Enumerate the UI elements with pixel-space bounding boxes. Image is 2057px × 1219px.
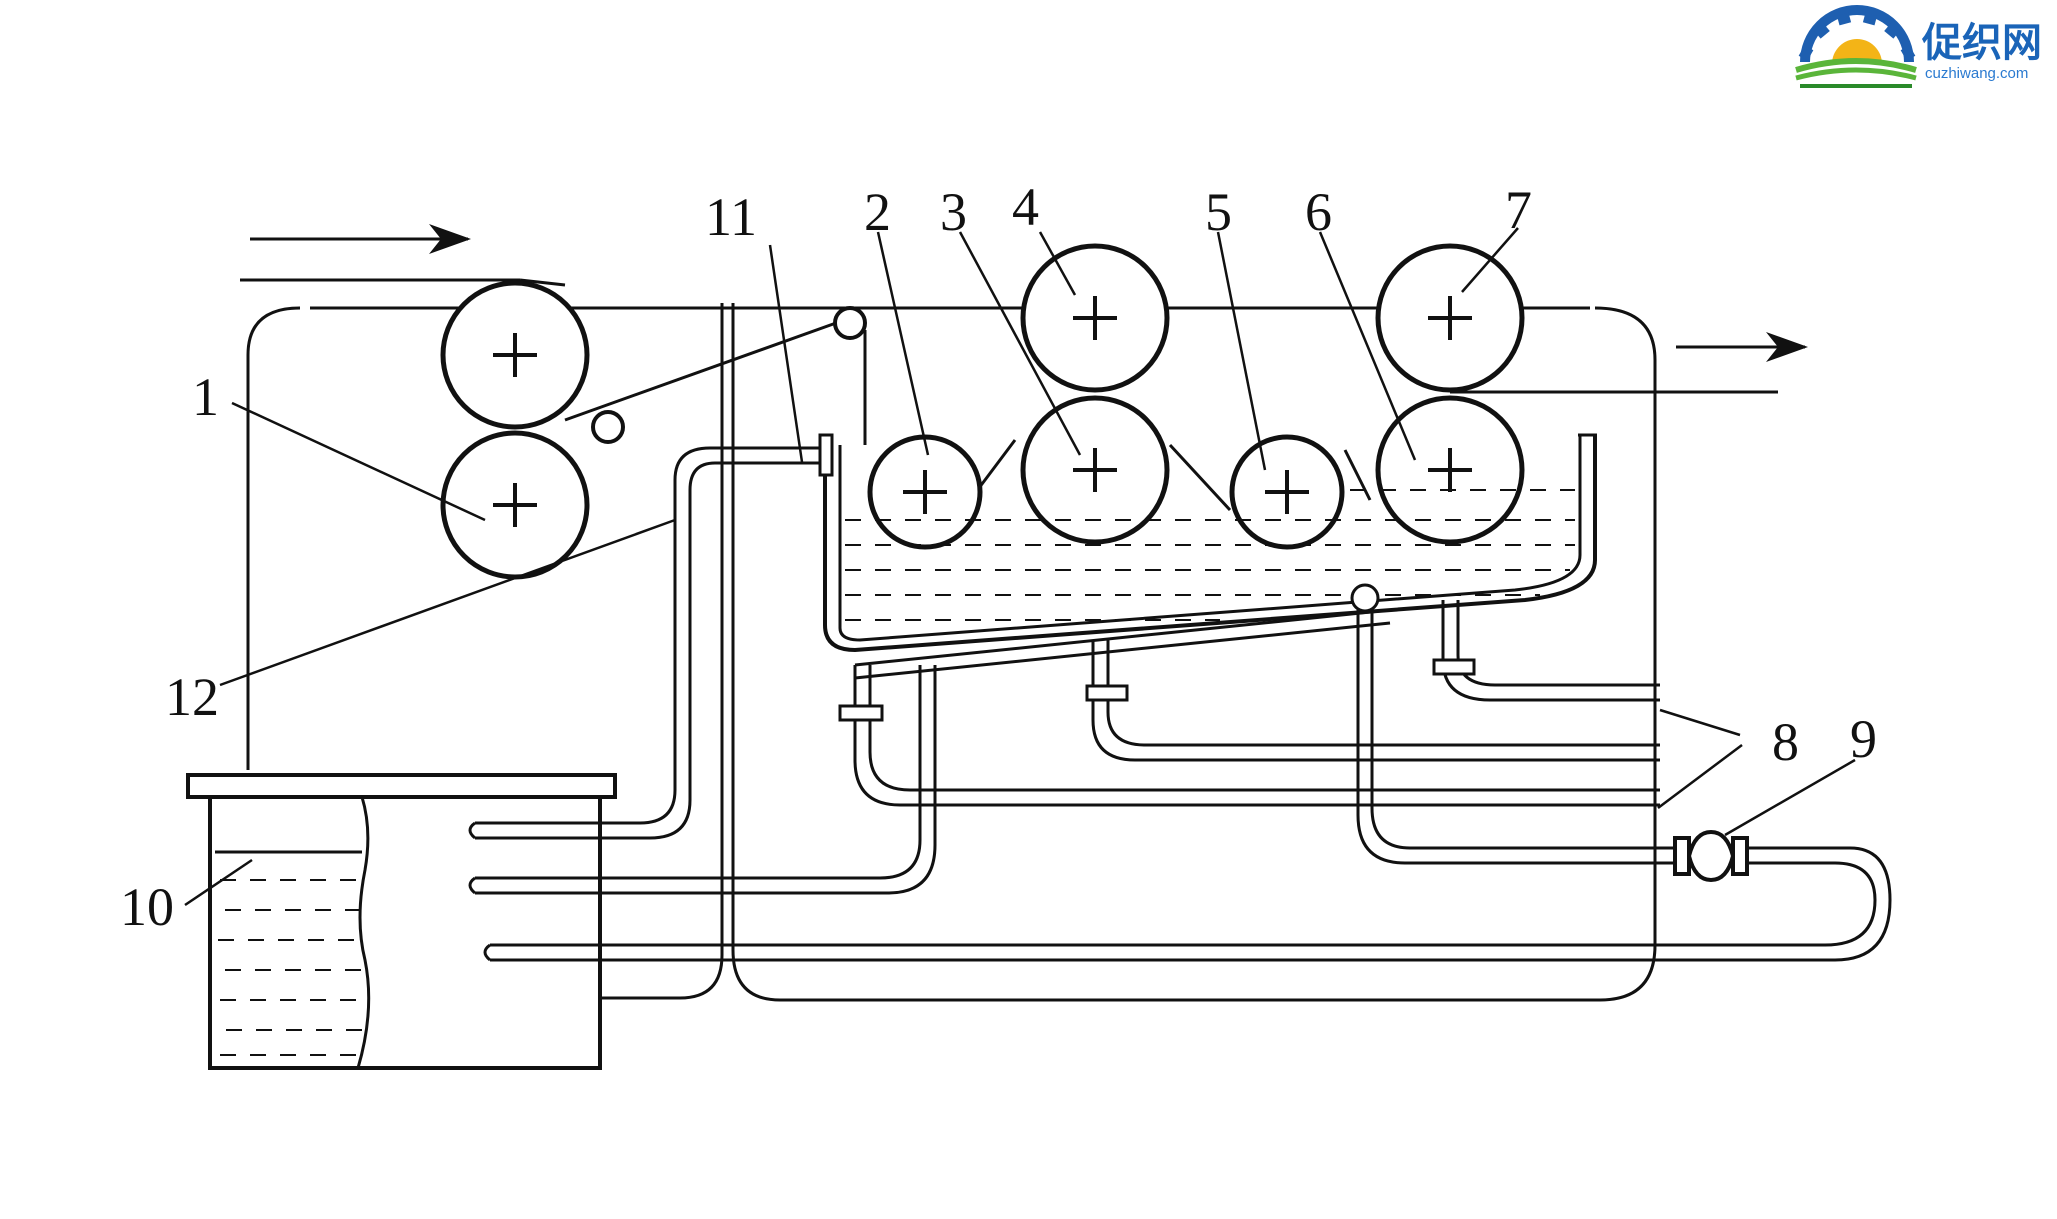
pipe-9-loop-outer (490, 846, 1892, 962)
roller-2 (867, 434, 983, 550)
callout-10: 10 (120, 877, 174, 937)
valve-8c (1432, 658, 1476, 676)
logo-title: 促织网 (1921, 20, 2042, 66)
field-icon (1795, 58, 1917, 88)
valve-8a (838, 704, 884, 722)
sun-icon (1832, 39, 1882, 64)
pipe-ends (468, 821, 491, 962)
liquor-surface-lines (845, 489, 1575, 621)
fabric-to-top-roller (519, 278, 566, 287)
leader-lines (184, 227, 1856, 907)
pipe-9-inner (1370, 610, 1690, 850)
fabric-wrap-c (1343, 449, 1372, 501)
pipe-11-outer (475, 446, 820, 825)
nozzle-11 (818, 433, 834, 477)
guide-roller-top (833, 306, 867, 340)
callout-9: 9 (1850, 709, 1877, 769)
callout-12: 12 (165, 667, 219, 727)
pipe-8c-inner (1456, 600, 1660, 687)
callout-2: 2 (864, 182, 891, 242)
rollers (440, 243, 1525, 580)
roller-4 (1020, 243, 1170, 393)
fabric-guide-run (564, 316, 851, 422)
roller-3 (1020, 395, 1170, 545)
pump-9 (1673, 829, 1749, 883)
pipe-8b-outer (1091, 640, 1660, 762)
callout-4: 4 (1012, 177, 1039, 237)
callout-1: 1 (192, 367, 219, 427)
roller-7 (1375, 243, 1525, 393)
roller-6 (1375, 395, 1525, 545)
pipe-network (475, 433, 1892, 962)
roller-1-lower (440, 430, 590, 580)
liquor-trough (823, 433, 1597, 653)
pipe-9-loop-inner (490, 861, 1877, 947)
callout-8: 8 (1772, 712, 1799, 772)
return-pipe-head (1350, 583, 1380, 613)
pipe-8a-outer (853, 665, 1660, 807)
valve-8b (1085, 684, 1129, 702)
pipe-9-outer (1356, 610, 1690, 865)
machine-frame (246, 303, 1657, 1002)
callout-labels: 1 2 3 4 5 6 7 8 9 10 11 12 (120, 177, 1877, 937)
roller-1-upper (440, 280, 590, 430)
callout-5: 5 (1205, 182, 1232, 242)
site-logo: 促织网 cuzhiwang.com (1795, 5, 2042, 88)
pipe-return-outer (475, 665, 922, 880)
pipe-11-inner (475, 461, 820, 840)
direction-arrows (250, 224, 1808, 362)
gear-icon (1798, 5, 1916, 63)
drain-pipes (854, 608, 1391, 680)
callout-11: 11 (705, 187, 757, 247)
pipe-return-inner (475, 665, 937, 895)
reservoir-liquor-lines (215, 850, 365, 1056)
callout-6: 6 (1305, 182, 1332, 242)
roller-5 (1229, 434, 1345, 550)
callout-3: 3 (940, 182, 967, 242)
callout-7: 7 (1505, 180, 1532, 240)
pipe-8a-inner (868, 665, 1660, 792)
logo-subtitle: cuzhiwang.com (1925, 65, 2028, 82)
reservoir-tank (186, 773, 617, 1070)
guide-roller-side (591, 410, 625, 444)
pipe-8b-inner (1106, 640, 1660, 747)
fabric-wrap-b (1168, 443, 1232, 512)
